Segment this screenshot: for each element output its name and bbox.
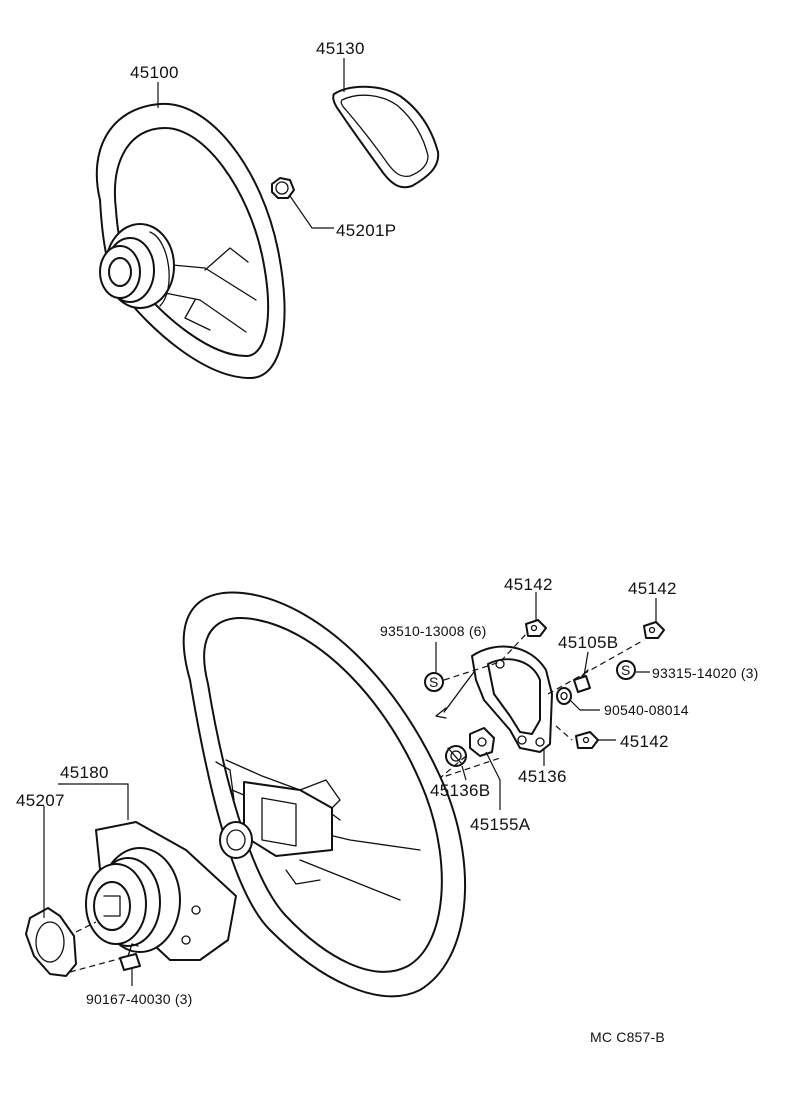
align-line-plate (69, 957, 123, 973)
label-steering-nut: 45201P (336, 221, 396, 240)
label-screw-right: 93315-14020 (3) (652, 665, 759, 681)
leader-45136b (461, 765, 467, 781)
hub-plate (25, 907, 77, 977)
label-screw-left: 93510-13008 (6) (380, 623, 487, 639)
label-horn-contact-top: 45142 (504, 575, 553, 594)
bracket-bolt (573, 669, 591, 693)
upper-steering-wheel (95, 102, 286, 379)
label-hub-plate: 45207 (16, 791, 65, 810)
align-line-right (547, 639, 645, 695)
diagram-code: MC C857-B (590, 1029, 665, 1045)
label-washer: 90540-08014 (604, 702, 689, 718)
align-line-spring (439, 755, 501, 779)
screw-symbol-right: S (616, 660, 636, 680)
horn-contact-top (525, 619, 547, 637)
lower-steering-wheel (182, 591, 467, 998)
label-contact-plate: 45136 (518, 767, 567, 786)
label-cancel-cam: 45155A (470, 815, 531, 834)
cancel-cam (469, 727, 495, 757)
horn-contact-top-right (643, 621, 665, 639)
label-horn-pad: 45130 (316, 39, 365, 58)
label-horn-spring: 45136B (430, 781, 490, 800)
label-bracket: 45105B (558, 633, 618, 652)
leader-45105b (583, 651, 589, 677)
horn-spring (445, 745, 467, 767)
leader-90540 (569, 699, 600, 711)
screw-symbol-right-text: S (621, 662, 631, 678)
label-horn-contact-top-right: 45142 (628, 579, 677, 598)
label-horn-contact-right: 45142 (620, 732, 669, 751)
align-line-plate-2 (75, 921, 97, 933)
steering-hub (85, 821, 237, 961)
leader-45201p (289, 195, 334, 229)
contact-plate (435, 645, 553, 753)
screw-symbol-left-text: S (429, 674, 439, 690)
screw-symbol-left: S (424, 672, 444, 692)
hub-screw (119, 943, 141, 971)
label-steering-wheel: 45100 (130, 63, 179, 82)
label-steering-hub: 45180 (60, 763, 109, 782)
horn-pad (332, 85, 440, 189)
align-line-lower-right (555, 725, 573, 741)
leader-45180 (58, 783, 129, 820)
label-hub-screw: 90167-40030 (3) (86, 991, 193, 1007)
washer (556, 687, 572, 705)
steering-nut (271, 177, 295, 199)
leader-45155a (485, 751, 501, 810)
horn-contact-right (575, 731, 599, 749)
